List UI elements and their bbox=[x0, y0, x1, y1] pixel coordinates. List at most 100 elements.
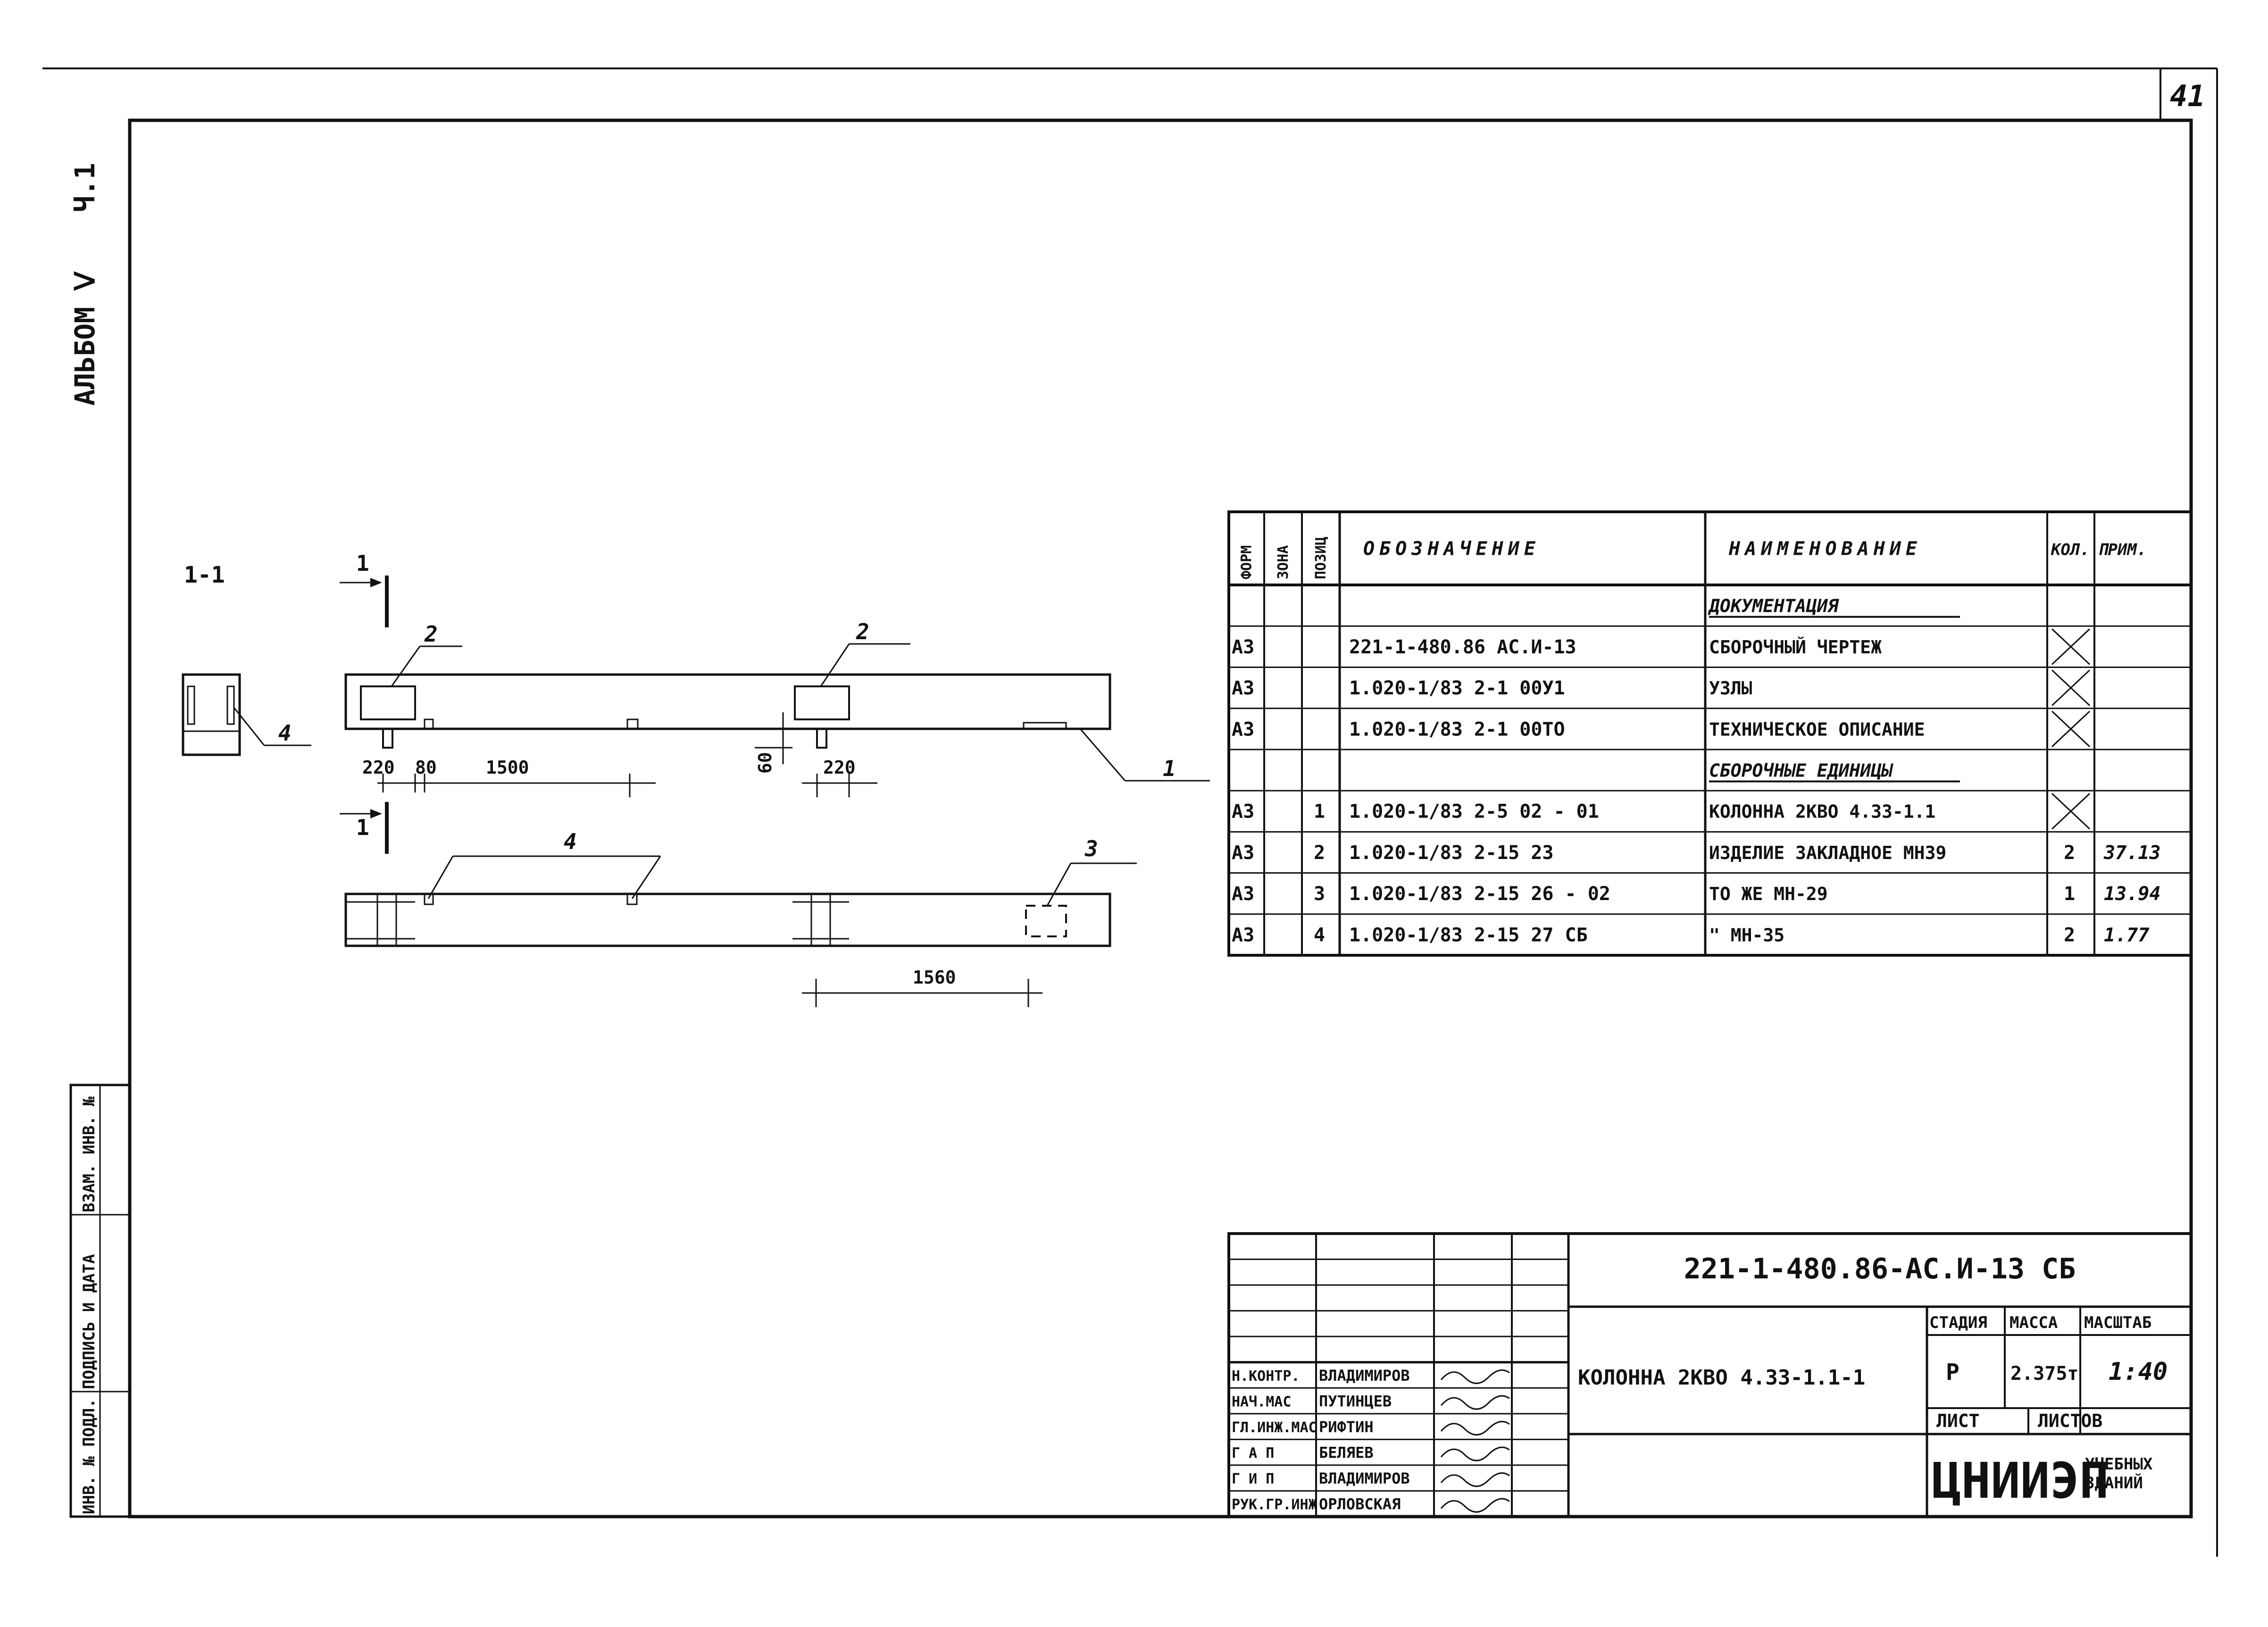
spec-cell-quantity: 2 bbox=[2064, 924, 2075, 946]
cut-arrow-head bbox=[370, 809, 382, 818]
title-block-frame bbox=[1227, 1232, 2193, 1518]
signer-role: Н.КОНТР. bbox=[1232, 1368, 1300, 1385]
spec-header: ОБОЗНАЧЕНИЕ bbox=[1363, 538, 1540, 560]
dim-1500: 1500 bbox=[486, 757, 529, 778]
signer-role: ГЛ.ИНЖ.МАС bbox=[1232, 1419, 1317, 1436]
not-applicable-cross bbox=[2051, 628, 2091, 665]
spec-cell-name: ТЕХНИЧЕСКОЕ ОПИСАНИЕ bbox=[1709, 719, 1925, 740]
small-insert bbox=[626, 893, 638, 905]
callout-4-section: 4 bbox=[278, 720, 292, 746]
signer-role: Г А П bbox=[1232, 1445, 1274, 1462]
spec-cell-form: А3 bbox=[1232, 924, 1254, 946]
callout-3: 3 bbox=[1084, 836, 1098, 861]
column-elevation-top bbox=[344, 673, 1111, 730]
cut-arrow-head bbox=[370, 578, 382, 587]
stage-value: Р bbox=[1946, 1359, 1959, 1385]
spec-cell-name: КОЛОННА 2КВО 4.33-1.1 bbox=[1709, 801, 1935, 822]
dim-80: 80 bbox=[415, 757, 437, 778]
plate-stem bbox=[816, 728, 827, 749]
not-applicable-cross bbox=[2051, 793, 2091, 830]
leader-line bbox=[1046, 863, 1072, 906]
spec-header: ПОЗИЦ bbox=[1313, 537, 1329, 579]
signature bbox=[1440, 1498, 1510, 1513]
signer-name: РИФТИН bbox=[1319, 1418, 1374, 1436]
org-name: ЦНИИЭП bbox=[1932, 1452, 2109, 1510]
spec-cell-position: 4 bbox=[1314, 924, 1325, 946]
spec-cell-designation: 221-1-480.86 АС.И-13 bbox=[1349, 636, 1576, 658]
spec-cell-form: А3 bbox=[1232, 636, 1254, 658]
spec-cell-note: 13.94 bbox=[2104, 883, 2160, 905]
spec-cell-name: " МН-35 bbox=[1709, 925, 1784, 945]
side-stamp-replace-label: ВЗАМ. ИНВ. № bbox=[80, 1096, 99, 1212]
cut-label-top: 1 bbox=[356, 551, 369, 576]
stage-label: СТАДИЯ bbox=[1929, 1313, 1987, 1332]
spec-row: СБОРОЧНЫЕ ЕДИНИЦЫ bbox=[1709, 760, 1960, 783]
signer-role: НАЧ.МАС bbox=[1232, 1394, 1291, 1410]
signer-role: Г И П bbox=[1232, 1471, 1274, 1487]
drawing-code: 221-1-480.86-АС.И-13 СБ bbox=[1684, 1252, 2076, 1285]
leader-line bbox=[391, 646, 421, 687]
signature bbox=[1440, 1420, 1510, 1436]
sheets-label: ЛИСТОВ bbox=[2038, 1410, 2102, 1431]
spec-section-heading: ДОКУМЕНТАЦИЯ bbox=[1708, 596, 1840, 617]
signer-row: Г И П ВЛАДИМИРОВ bbox=[1232, 1469, 1510, 1487]
spec-cell-form: А3 bbox=[1232, 718, 1254, 740]
sheet-label: ЛИСТ bbox=[1936, 1410, 1980, 1431]
signer-row: Г А П БЕЛЯЕВ bbox=[1232, 1444, 1510, 1462]
dim-220-left: 220 bbox=[362, 757, 395, 778]
spec-cell-quantity: 1 bbox=[2064, 883, 2075, 905]
spec-header: ЗОНА bbox=[1275, 545, 1292, 579]
section-label: 1-1 bbox=[184, 562, 225, 588]
spec-row: ДОКУМЕНТАЦИЯ bbox=[1708, 596, 1960, 618]
embedded-plate-2 bbox=[360, 685, 416, 720]
signer-role: РУК.ГР.ИНЖ bbox=[1232, 1497, 1317, 1513]
section-plate bbox=[226, 685, 235, 725]
signer-row: Н.КОНТР.ВЛАДИМИРОВ bbox=[1232, 1367, 1510, 1385]
spec-cell-form: А3 bbox=[1232, 801, 1254, 823]
leader-line bbox=[631, 856, 661, 899]
album-part: Ч.1 bbox=[69, 163, 101, 212]
spec-header: ФОРМ bbox=[1239, 545, 1255, 579]
drawing-title: КОЛОННА 2КВО 4.33-1.1-1 bbox=[1578, 1366, 1865, 1390]
scale-value: 1:40 bbox=[2109, 1358, 2168, 1386]
signature bbox=[1440, 1472, 1510, 1487]
signer-name: ВЛАДИМИРОВ bbox=[1319, 1469, 1410, 1487]
dim-1560: 1560 bbox=[913, 967, 956, 988]
cut-label-bottom: 1 bbox=[356, 815, 369, 840]
signer-name: ОРЛОВСКАЯ bbox=[1319, 1495, 1401, 1513]
spec-cell-name: ИЗДЕЛИЕ ЗАКЛАДНОЕ МН39 bbox=[1709, 843, 1946, 863]
spec-cell-designation: 1.020-1/83 2-1 00ТО bbox=[1349, 718, 1565, 740]
spec-cell-form: А3 bbox=[1232, 842, 1254, 864]
spec-cell-designation: 1.020-1/83 2-15 26 - 02 bbox=[1349, 883, 1610, 905]
signer-name: БЕЛЯЕВ bbox=[1319, 1444, 1374, 1462]
column-elevation-bottom bbox=[344, 893, 1111, 947]
spec-cell-note: 1.77 bbox=[2104, 924, 2149, 946]
dim-220-right: 220 bbox=[823, 757, 856, 778]
spec-cell-quantity: 2 bbox=[2064, 842, 2075, 864]
leader-line bbox=[427, 856, 454, 899]
signature bbox=[1440, 1369, 1510, 1384]
spec-cell-name: УЗЛЫ bbox=[1709, 678, 1752, 699]
plate-stem bbox=[382, 728, 393, 749]
spec-grid bbox=[1229, 512, 2191, 956]
spec-cell-note: 37.13 bbox=[2103, 842, 2160, 864]
side-stamp-sign-label: ПОДПИСЬ И ДАТА bbox=[80, 1254, 99, 1389]
small-insert bbox=[424, 718, 434, 730]
spec-cell-form: А3 bbox=[1232, 677, 1254, 699]
mass-value: 2.375т bbox=[2010, 1363, 2079, 1385]
spec-cell-name: ТО ЖЕ МН-29 bbox=[1709, 884, 1828, 904]
org-sub-2: ЗДАНИЙ bbox=[2085, 1473, 2143, 1493]
signer-name: ПУТИНЦЕВ bbox=[1319, 1393, 1392, 1410]
spec-cell-form: А3 bbox=[1232, 883, 1254, 905]
leader-line bbox=[1079, 728, 1126, 781]
callout-2-left: 2 bbox=[424, 621, 438, 647]
column-drawing: 1-1 4 1 1 2 2 1 bbox=[182, 551, 1210, 1007]
